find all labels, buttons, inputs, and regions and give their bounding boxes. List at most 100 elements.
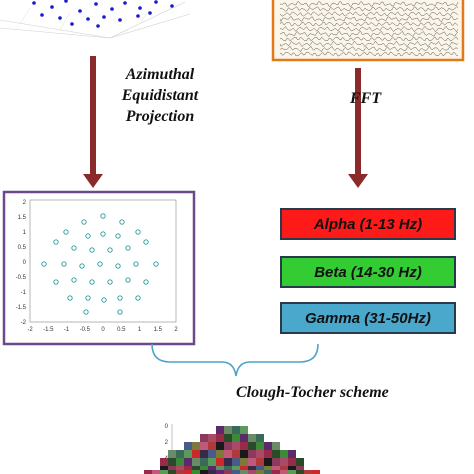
electrode-dot bbox=[40, 13, 44, 17]
scatter-y-tick: 0.5 bbox=[18, 245, 27, 251]
projected-electrode bbox=[63, 229, 69, 235]
projected-electrode bbox=[71, 277, 77, 283]
heatmap-cell bbox=[232, 458, 240, 466]
scatter-x-tick: 2 bbox=[174, 327, 178, 333]
electrode-dot bbox=[170, 4, 174, 8]
electrode-dot bbox=[50, 5, 54, 9]
projected-electrode bbox=[85, 233, 91, 239]
electrode-dot bbox=[86, 17, 90, 21]
heatmap-cell bbox=[280, 458, 288, 466]
heatmap-cell bbox=[280, 450, 288, 458]
projected-electrode bbox=[117, 309, 123, 315]
scatter-x-tick: 1 bbox=[138, 327, 142, 333]
heatmap-cell bbox=[216, 442, 224, 450]
heatmap-cell bbox=[272, 470, 280, 474]
projected-electrode bbox=[143, 279, 149, 285]
eeg-trace bbox=[279, 16, 459, 23]
heatmap-cell bbox=[232, 426, 240, 434]
heatmap-cell bbox=[272, 450, 280, 458]
heatmap-cell bbox=[240, 450, 248, 458]
electrode-dot bbox=[154, 0, 158, 4]
heatmap-cell bbox=[288, 450, 296, 458]
heatmap-cell bbox=[288, 470, 296, 474]
projection-label-line-3: Projection bbox=[125, 108, 195, 125]
projection-label-line-1: Azimuthal bbox=[125, 66, 195, 83]
projected-electrode bbox=[107, 247, 113, 253]
heatmap-cell bbox=[248, 450, 256, 458]
eeg-trace bbox=[279, 36, 459, 42]
heatmap-cell bbox=[256, 458, 264, 466]
heatmap-cell bbox=[312, 470, 320, 474]
heatmap-cell bbox=[208, 434, 216, 442]
heatmap-cell bbox=[200, 442, 208, 450]
heatmap-cells bbox=[144, 426, 320, 474]
heatmap-cell bbox=[216, 458, 224, 466]
heatmap-cell bbox=[224, 458, 232, 466]
heatmap-cell bbox=[192, 442, 200, 450]
electrode-dot bbox=[94, 2, 98, 6]
projected-electrode bbox=[117, 295, 123, 301]
heatmap-cell bbox=[256, 442, 264, 450]
scatter-y-tick: 1.5 bbox=[18, 215, 27, 221]
eeg-trace bbox=[279, 51, 459, 57]
projected-electrode bbox=[153, 261, 159, 267]
heatmap-cell bbox=[224, 434, 232, 442]
electrode-dot bbox=[138, 6, 142, 10]
scatter-x-tick: 0.5 bbox=[117, 327, 126, 333]
fft-step-label: FFT bbox=[350, 90, 382, 107]
gamma-band-label: Gamma (31-50Hz) bbox=[305, 309, 431, 327]
scatter-x-tick: -0.5 bbox=[80, 327, 91, 333]
projected-electrode bbox=[115, 263, 121, 269]
projected-electrode bbox=[71, 245, 77, 251]
heatmap-cell bbox=[272, 458, 280, 466]
projection-step-label: Azimuthal Equidistant Projection bbox=[100, 64, 220, 127]
heatmap-cell bbox=[280, 470, 288, 474]
eeg-trace bbox=[279, 45, 459, 53]
projected-electrode bbox=[53, 239, 59, 245]
heatmap-cell bbox=[256, 434, 264, 442]
heatmap-cell bbox=[208, 442, 216, 450]
heatmap-cell bbox=[264, 458, 272, 466]
scatter-y-tick: -1 bbox=[21, 290, 27, 296]
heatmap-cell bbox=[200, 458, 208, 466]
heatmap-cell bbox=[248, 458, 256, 466]
scatter-y-tick: 1 bbox=[23, 230, 27, 236]
projected-electrode bbox=[115, 233, 121, 239]
projected-electrode bbox=[67, 295, 73, 301]
heatmap-cell bbox=[256, 470, 264, 474]
heatmap-cell bbox=[240, 458, 248, 466]
projected-electrode bbox=[41, 261, 47, 267]
heatmap-cell bbox=[208, 458, 216, 466]
heatmap-cell bbox=[176, 470, 184, 474]
scatter-x-tick: -2 bbox=[27, 327, 33, 333]
gamma-band-box: Gamma (31-50Hz) bbox=[280, 302, 456, 334]
projected-electrode bbox=[119, 219, 125, 225]
heatmap-cell bbox=[224, 426, 232, 434]
topographic-heatmap: 0246 bbox=[144, 424, 320, 474]
heatmap-cell bbox=[216, 426, 224, 434]
heatmap-cell bbox=[224, 450, 232, 458]
heatmap-cell bbox=[240, 426, 248, 434]
heatmap-cell bbox=[232, 450, 240, 458]
heatmap-cell bbox=[184, 450, 192, 458]
eeg-trace bbox=[279, 11, 459, 17]
scatter-y-tick: -2 bbox=[21, 320, 27, 326]
heatmap-cell bbox=[192, 470, 200, 474]
electrode-dot bbox=[58, 16, 62, 20]
heatmap-cell bbox=[208, 450, 216, 458]
heatmap-cell bbox=[248, 442, 256, 450]
heatmap-cell bbox=[216, 450, 224, 458]
electrode-dot bbox=[96, 24, 100, 28]
merge-brace bbox=[151, 343, 319, 377]
electrode-dot bbox=[123, 1, 127, 5]
heatmap-cell bbox=[240, 434, 248, 442]
projected-electrode bbox=[53, 279, 59, 285]
electrode-3d-plot bbox=[0, 0, 191, 39]
heatmap-cell bbox=[176, 450, 184, 458]
electrode-dot bbox=[136, 14, 140, 18]
heatmap-cell bbox=[264, 450, 272, 458]
heatmap-cell bbox=[168, 458, 176, 466]
heatmap-cell bbox=[232, 470, 240, 474]
projected-electrode bbox=[143, 239, 149, 245]
electrode-dot bbox=[64, 0, 68, 3]
